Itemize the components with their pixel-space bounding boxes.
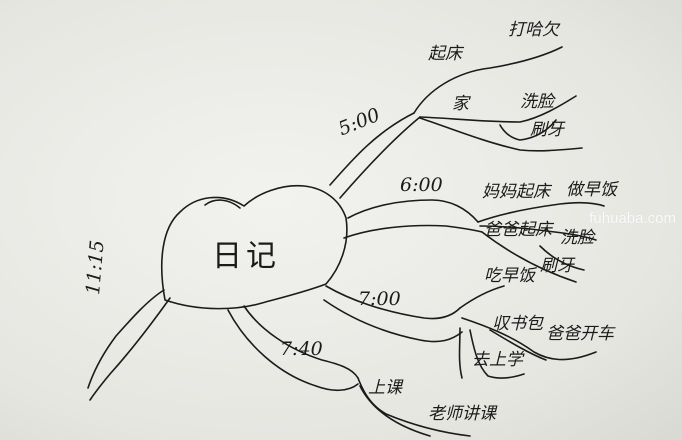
branch-500-upper-fan: [413, 46, 563, 114]
watermark-text: fuhuaba.com: [589, 210, 676, 227]
branch-740-fan-b: [359, 385, 431, 437]
node-get-up: 起床: [428, 44, 462, 64]
node-cook: 做早饭: [566, 180, 617, 200]
node-dad-up: 爸爸起床: [484, 220, 552, 240]
branch-600-fan-top: [477, 201, 605, 223]
node-breakfast: 吃早饭: [484, 266, 535, 286]
branch-500-upper: [329, 112, 415, 186]
branch-740-lower: [227, 309, 359, 392]
center-bubble-outline: [160, 184, 348, 310]
branch-500-lower-fan: [419, 117, 583, 152]
branch-500-lower: [339, 116, 421, 199]
node-teacher: 老师讲课: [428, 404, 496, 424]
node-wash-face-500: 洗脸: [520, 92, 554, 112]
branch-600-upper: [347, 199, 479, 223]
node-class: 上课: [368, 378, 402, 398]
node-wash-face-600: 洗脸: [560, 228, 594, 248]
branch-600-fan-low2: [539, 245, 585, 271]
node-mom-up: 妈妈起床: [482, 182, 550, 202]
branch-500-inner: [499, 119, 557, 141]
node-home: 家: [452, 94, 469, 114]
branch-600-fan-mid: [479, 225, 597, 241]
node-brush-teeth-600: 刷牙: [540, 256, 574, 276]
node-to-school: 去上学: [472, 350, 523, 370]
branch-700-fan-top: [459, 285, 505, 309]
branch-700-school-a: [458, 327, 463, 379]
branch-700-school-b: [469, 329, 525, 379]
node-yawn: 打哈欠: [508, 20, 559, 40]
branch-700-fan-bag2: [489, 329, 547, 361]
branch-700-lower: [323, 299, 463, 343]
center-title: 日记: [212, 239, 280, 274]
branch-740-upper: [243, 305, 359, 379]
branch-1115-upper: [87, 289, 165, 389]
branch-1115-lower: [89, 297, 171, 401]
node-pack-bag: 収书包: [492, 314, 543, 334]
branch-700-upper: [325, 285, 461, 320]
node-dad-drive: 爸爸开车: [546, 324, 614, 344]
branch-600-lower: [343, 224, 483, 239]
time-label-600: 6:00: [400, 174, 443, 196]
time-label-740: 7:40: [280, 338, 323, 360]
branch-600-fan-low: [481, 231, 577, 283]
branch-740-fan-a: [357, 377, 471, 437]
center-bubble-fold: [204, 199, 241, 209]
branch-700-fan-bag: [461, 317, 597, 361]
node-brush-teeth-500: 刷牙: [530, 120, 564, 140]
time-label-1115: 11:15: [82, 239, 109, 296]
time-label-700: 7:00: [358, 288, 401, 310]
branch-500-mid-fan: [419, 95, 577, 123]
